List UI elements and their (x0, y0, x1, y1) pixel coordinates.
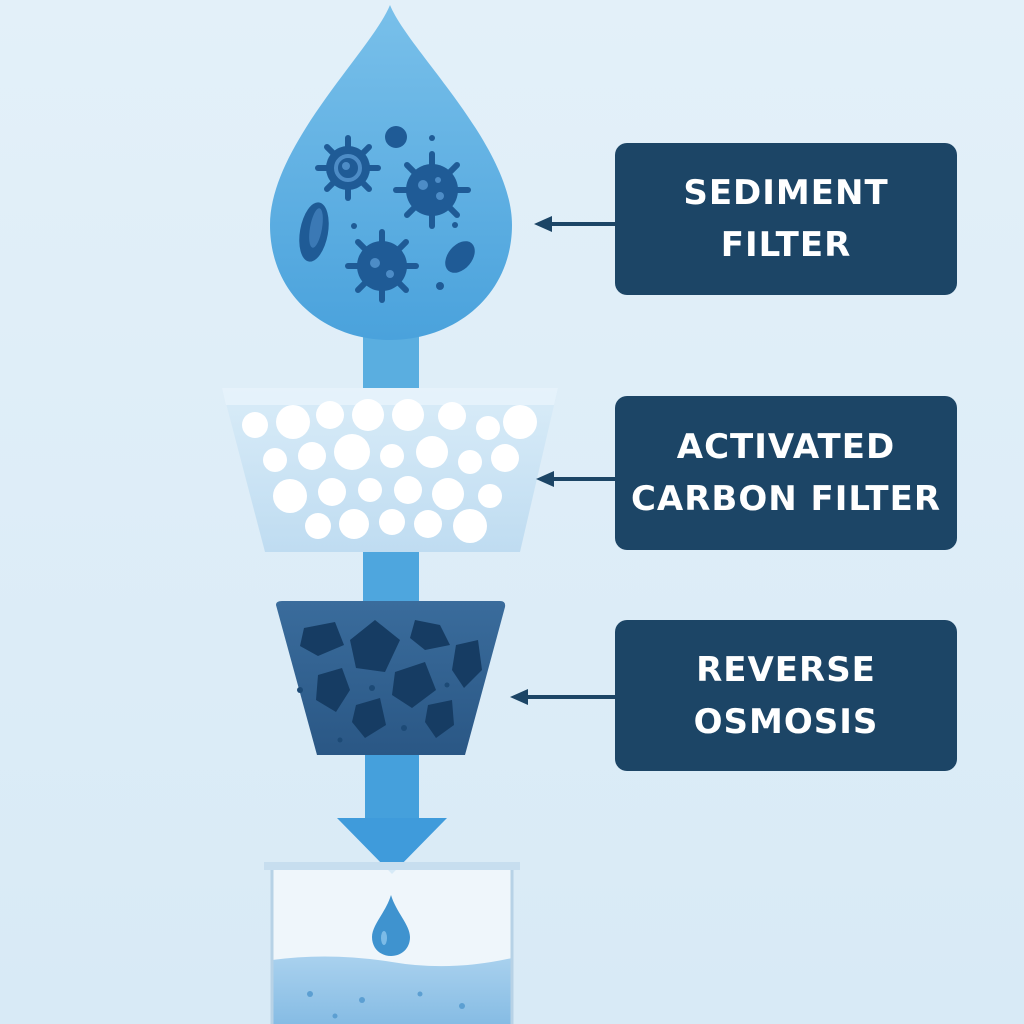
drinking-glass (264, 862, 520, 1024)
pointer-arrow-sediment (534, 216, 615, 232)
speck-icon (429, 135, 435, 141)
carbon-granules (300, 620, 482, 738)
pebble-cluster (242, 399, 537, 543)
virus-icon (345, 229, 419, 303)
pebble-filter-rim (222, 388, 558, 405)
reverse-osmosis-label: REVERSE OSMOSIS (615, 620, 957, 771)
speck-icon (436, 282, 444, 290)
flow-segment-bottom (365, 752, 419, 822)
pebble-filter-layer (222, 388, 558, 552)
water-drop-shape (270, 5, 512, 340)
speck-icon (452, 222, 458, 228)
flow-arrow-head (337, 818, 447, 874)
particle-highlight (309, 208, 323, 248)
pointer-arrows (510, 216, 615, 705)
clean-water (272, 956, 512, 1024)
carbon-specks (297, 682, 450, 743)
bubbles (307, 991, 465, 1019)
contaminated-water-drop (270, 5, 512, 340)
pointer-arrow-carbon (536, 471, 615, 487)
glass-rim (264, 862, 520, 870)
carbon-filter-layer (276, 601, 506, 755)
sediment-filter-label: SEDIMENT FILTER (615, 143, 957, 295)
activated-carbon-filter-label: ACTIVATED CARBON FILTER (615, 396, 957, 550)
particle-icon (445, 241, 475, 273)
virus-icon (393, 151, 471, 229)
pointer-arrow-ro (510, 689, 615, 705)
bacteria-icon (315, 135, 381, 201)
particle-icon (385, 126, 407, 148)
speck-icon (351, 223, 357, 229)
